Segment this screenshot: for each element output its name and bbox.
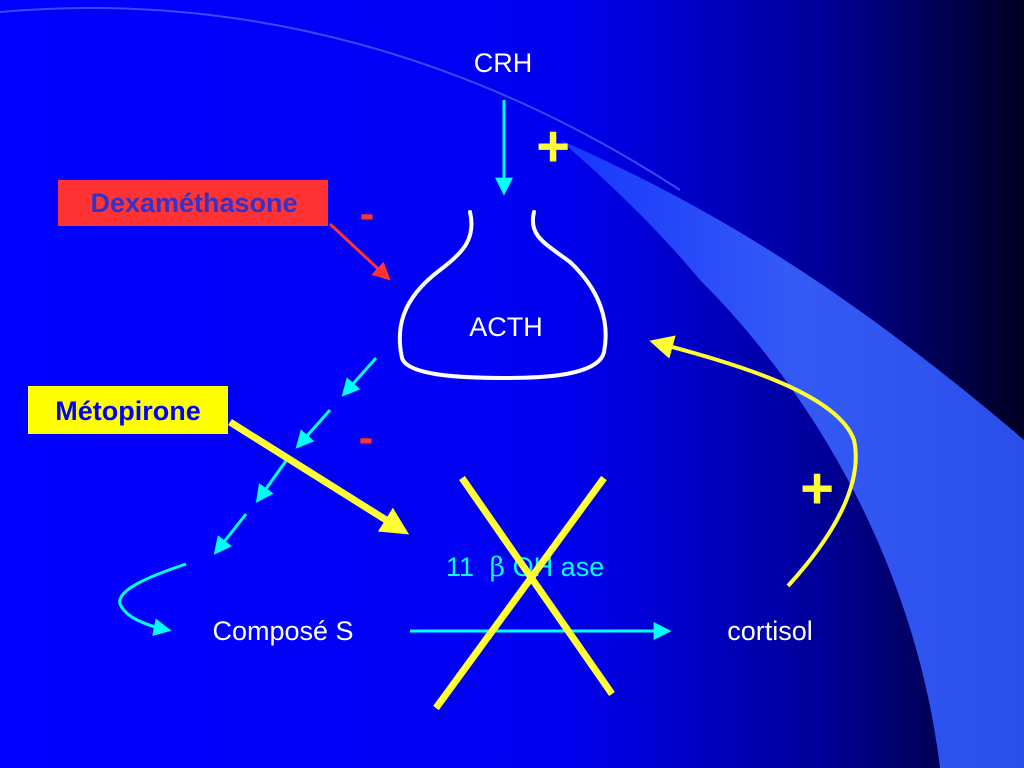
dexamethasone-inhibition-arrow: [328, 222, 391, 281]
enzyme-number: 11: [446, 552, 474, 582]
metopirone-label: Métopirone: [55, 396, 201, 426]
dexamethasone-minus-sign: -: [360, 189, 375, 238]
acth-dashed-arrow-1: [341, 357, 378, 397]
dexamethasone-box: [58, 180, 328, 226]
background-sweep: [560, 140, 1024, 768]
compose-s-label: Composé S: [212, 616, 353, 646]
cortisol-feedback-plus-sign: +: [800, 456, 834, 521]
background-arc: [0, 7, 681, 191]
enzyme-beta-symbol: β: [490, 552, 506, 583]
acth-dashed-arrow-3: [255, 457, 290, 503]
crh-plus-sign: +: [536, 114, 570, 179]
dexamethasone-label: Dexaméthasone: [90, 188, 297, 218]
metopirone-inhibition-arrow: [228, 419, 410, 535]
block-cross-line-1: [459, 476, 615, 696]
crh-label: CRH: [474, 48, 533, 78]
cortisol-label: cortisol: [727, 616, 813, 646]
compose-s-entry-arrow: [118, 562, 187, 636]
acth-dashed-arrow-2: [295, 409, 332, 449]
cortisol-feedback-arrow: [649, 335, 858, 588]
metopirone-minus-sign: -: [359, 413, 374, 462]
acth-label: ACTH: [469, 312, 543, 342]
block-cross-line-2: [433, 475, 607, 711]
acth-dashed-arrow-4: [213, 513, 248, 555]
metopirone-box: [28, 386, 228, 434]
pituitary-outline: [397, 210, 608, 381]
